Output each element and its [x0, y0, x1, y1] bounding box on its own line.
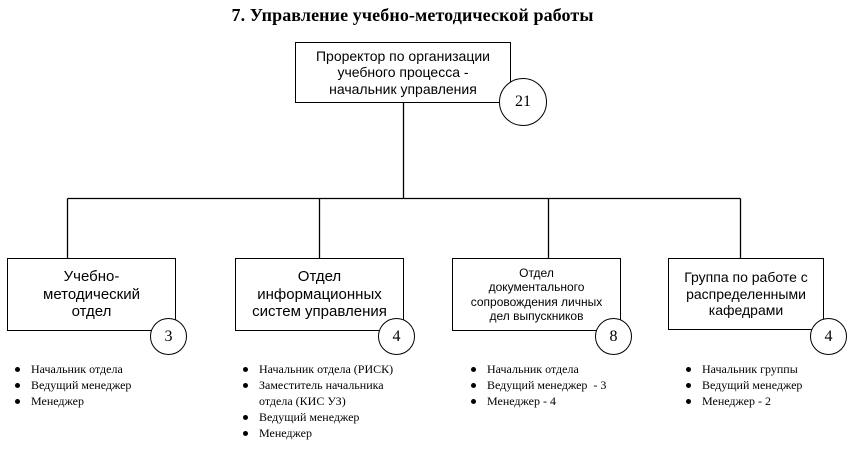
dept-box-2: Отдел информационных систем управления	[235, 258, 404, 331]
staff-item: Начальник группы	[683, 361, 858, 377]
dept-count-badge-4: 4	[810, 318, 847, 355]
staff-item: Менеджер	[12, 393, 212, 409]
dept-label: Группа по работе с распределенными кафед…	[684, 269, 808, 319]
dept-count-badge-3: 8	[595, 318, 632, 355]
dept-staff-list-4: Начальник группы Ведущий менеджер Менедж…	[683, 361, 858, 409]
head-count: 21	[515, 93, 531, 110]
head-count-badge: 21	[499, 78, 547, 126]
dept-count: 3	[164, 327, 173, 345]
title-text: 7. Управление учебно-методической работы	[231, 5, 594, 25]
staff-item: Заместитель начальника отдела (КИС УЗ)	[240, 377, 415, 409]
dept-count-badge-1: 3	[150, 318, 187, 355]
staff-item: Начальник отдела (РИСК)	[240, 361, 415, 377]
dept-label: Учебно- методический отдел	[43, 268, 140, 321]
staff-item: Ведущий менеджер - 3	[468, 377, 658, 393]
head-label: Проректор по организации учебного процес…	[315, 47, 491, 97]
dept-box-4: Группа по работе с распределенными кафед…	[668, 258, 824, 330]
page-title: 7. Управление учебно-методической работы	[0, 5, 861, 26]
staff-item: Менеджер - 4	[468, 393, 658, 409]
dept-box-1: Учебно- методический отдел	[7, 258, 176, 331]
dept-box-3: Отдел документального сопровождения личн…	[452, 258, 621, 331]
head-box: Проректор по организации учебного процес…	[295, 42, 511, 103]
dept-count: 4	[824, 327, 833, 345]
dept-label: Отдел документального сопровождения личн…	[470, 266, 603, 323]
staff-item: Менеджер	[240, 425, 415, 441]
dept-count-badge-2: 4	[378, 318, 415, 355]
staff-item: Ведущий менеджер	[683, 377, 858, 393]
staff-item: Ведущий менеджер	[12, 377, 212, 393]
dept-staff-list-3: Начальник отдела Ведущий менеджер - 3 Ме…	[468, 361, 658, 409]
staff-item: Начальник отдела	[12, 361, 212, 377]
dept-staff-list-1: Начальник отдела Ведущий менеджер Менедж…	[12, 361, 212, 409]
staff-item: Менеджер - 2	[683, 393, 858, 409]
dept-count: 4	[392, 327, 401, 345]
staff-item: Начальник отдела	[468, 361, 658, 377]
dept-staff-list-2: Начальник отдела (РИСК) Заместитель нача…	[240, 361, 415, 441]
staff-item: Ведущий менеджер	[240, 409, 415, 425]
dept-label: Отдел информационных систем управления	[252, 268, 387, 321]
dept-count: 8	[609, 327, 618, 345]
